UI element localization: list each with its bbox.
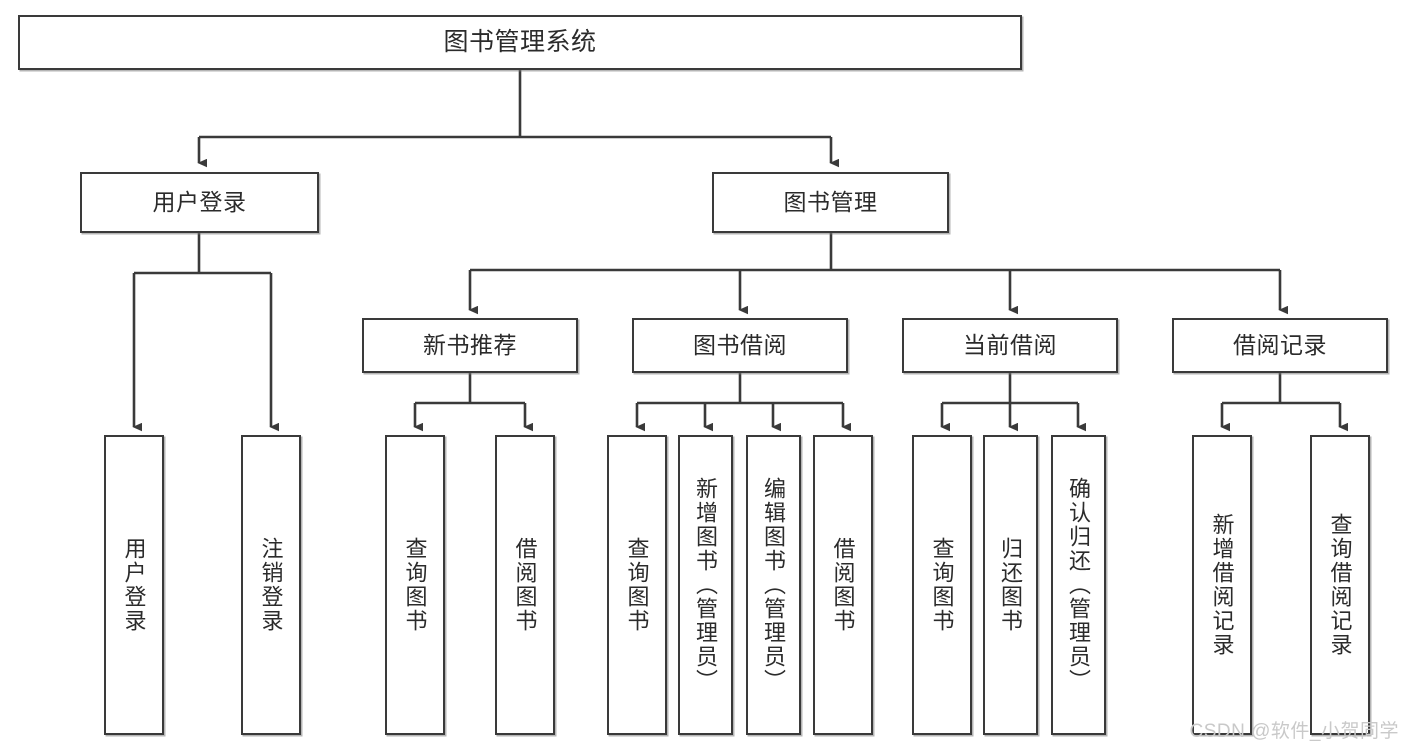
node-leaf-query-book-2[interactable]: 查询图书 (607, 435, 667, 735)
node-book-borrow[interactable]: 图书借阅 (632, 318, 848, 373)
node-label: 图书管理 (783, 188, 878, 215)
node-label: 注销登录 (258, 537, 284, 633)
node-current-borrow[interactable]: 当前借阅 (902, 318, 1118, 373)
node-label: 图书管理系统 (443, 27, 597, 56)
node-label: 借阅记录 (1233, 331, 1327, 358)
node-leaf-borrow-book-2[interactable]: 借阅图书 (813, 435, 873, 735)
node-leaf-query-record[interactable]: 查询借阅记录 (1310, 435, 1370, 735)
node-label: 当前借阅 (963, 331, 1057, 358)
node-leaf-user-login[interactable]: 用户登录 (104, 435, 164, 735)
node-leaf-confirm-return[interactable]: 确认归还（管理员） (1051, 435, 1106, 735)
node-leaf-edit-book[interactable]: 编辑图书（管理员） (746, 435, 801, 735)
node-book-management-system[interactable]: 图书管理系统 (18, 15, 1022, 70)
node-label: 确认归还（管理员） (1066, 477, 1092, 693)
node-user-login[interactable]: 用户登录 (80, 172, 319, 233)
node-label: 用户登录 (121, 537, 147, 633)
node-label: 编辑图书（管理员） (761, 477, 787, 693)
node-label: 新增借阅记录 (1209, 513, 1235, 657)
node-label: 图书借阅 (693, 331, 787, 358)
node-leaf-add-record[interactable]: 新增借阅记录 (1192, 435, 1252, 735)
node-label: 借阅图书 (512, 537, 538, 633)
csdn-watermark: CSDN @软件_小贺同学 (1189, 721, 1399, 742)
node-label: 借阅图书 (830, 537, 856, 633)
node-leaf-logout[interactable]: 注销登录 (241, 435, 301, 735)
node-label: 新增图书（管理员） (693, 477, 719, 693)
node-label: 查询图书 (929, 537, 955, 633)
node-label: 查询借阅记录 (1327, 513, 1353, 657)
node-label: 归还图书 (998, 537, 1024, 633)
node-leaf-borrow-book-1[interactable]: 借阅图书 (495, 435, 555, 735)
node-leaf-add-book[interactable]: 新增图书（管理员） (678, 435, 733, 735)
node-leaf-query-book-3[interactable]: 查询图书 (912, 435, 972, 735)
node-borrow-record[interactable]: 借阅记录 (1172, 318, 1388, 373)
node-leaf-return-book[interactable]: 归还图书 (983, 435, 1038, 735)
node-label: 查询图书 (624, 537, 650, 633)
node-label: 用户登录 (152, 188, 247, 215)
node-new-book-recommend[interactable]: 新书推荐 (362, 318, 578, 373)
node-book-manage[interactable]: 图书管理 (712, 172, 949, 233)
node-label: 新书推荐 (423, 331, 517, 358)
node-leaf-query-book-1[interactable]: 查询图书 (385, 435, 445, 735)
node-label: 查询图书 (402, 537, 428, 633)
